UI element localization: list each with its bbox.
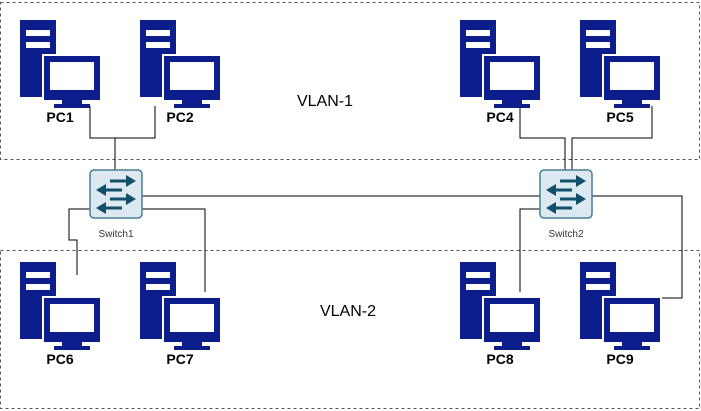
switch2-label: Switch2: [548, 229, 583, 240]
switch-icon: [538, 168, 594, 220]
pc9-label: PC9: [606, 351, 633, 367]
desktop-pc-icon: [580, 262, 662, 350]
pc7[interactable]: [140, 262, 222, 350]
switch1[interactable]: [88, 168, 144, 220]
desktop-pc-icon: [20, 262, 102, 350]
desktop-pc-icon: [460, 262, 542, 350]
desktop-pc-icon: [140, 262, 222, 350]
link-pc5-switch2: [571, 106, 653, 170]
pc6-label: PC6: [46, 351, 73, 367]
link-pc2-switch1: [115, 106, 156, 139]
pc5-label: PC5: [606, 109, 633, 125]
pc1[interactable]: [20, 20, 102, 108]
link-pc6-switch1: [68, 208, 90, 275]
switch2[interactable]: [538, 168, 594, 220]
link-pc4-switch2: [519, 106, 566, 170]
link-pc1-switch1: [89, 106, 116, 170]
pc9[interactable]: [580, 262, 662, 350]
switch-icon: [88, 168, 144, 220]
vlan2-label: VLAN-2: [320, 303, 376, 320]
link-pc7-switch1: [142, 208, 206, 292]
pc8[interactable]: [460, 262, 542, 350]
pc2-label: PC2: [166, 109, 193, 125]
link-pc8-switch2: [519, 208, 540, 292]
desktop-pc-icon: [140, 20, 222, 108]
pc8-label: PC8: [486, 351, 513, 367]
vlan1-label: VLAN-1: [297, 93, 353, 110]
desktop-pc-icon: [20, 20, 102, 108]
vlan1-zone: [0, 2, 700, 160]
desktop-pc-icon: [460, 20, 542, 108]
pc4-label: PC4: [486, 109, 513, 125]
pc6[interactable]: [20, 262, 102, 350]
switch1-label: Switch1: [98, 229, 133, 240]
pc1-label: PC1: [46, 109, 73, 125]
pc2[interactable]: [140, 20, 222, 108]
desktop-pc-icon: [580, 20, 662, 108]
pc4[interactable]: [460, 20, 542, 108]
vlan2-zone: [0, 250, 700, 409]
pc7-label: PC7: [166, 351, 193, 367]
pc5[interactable]: [580, 20, 662, 108]
